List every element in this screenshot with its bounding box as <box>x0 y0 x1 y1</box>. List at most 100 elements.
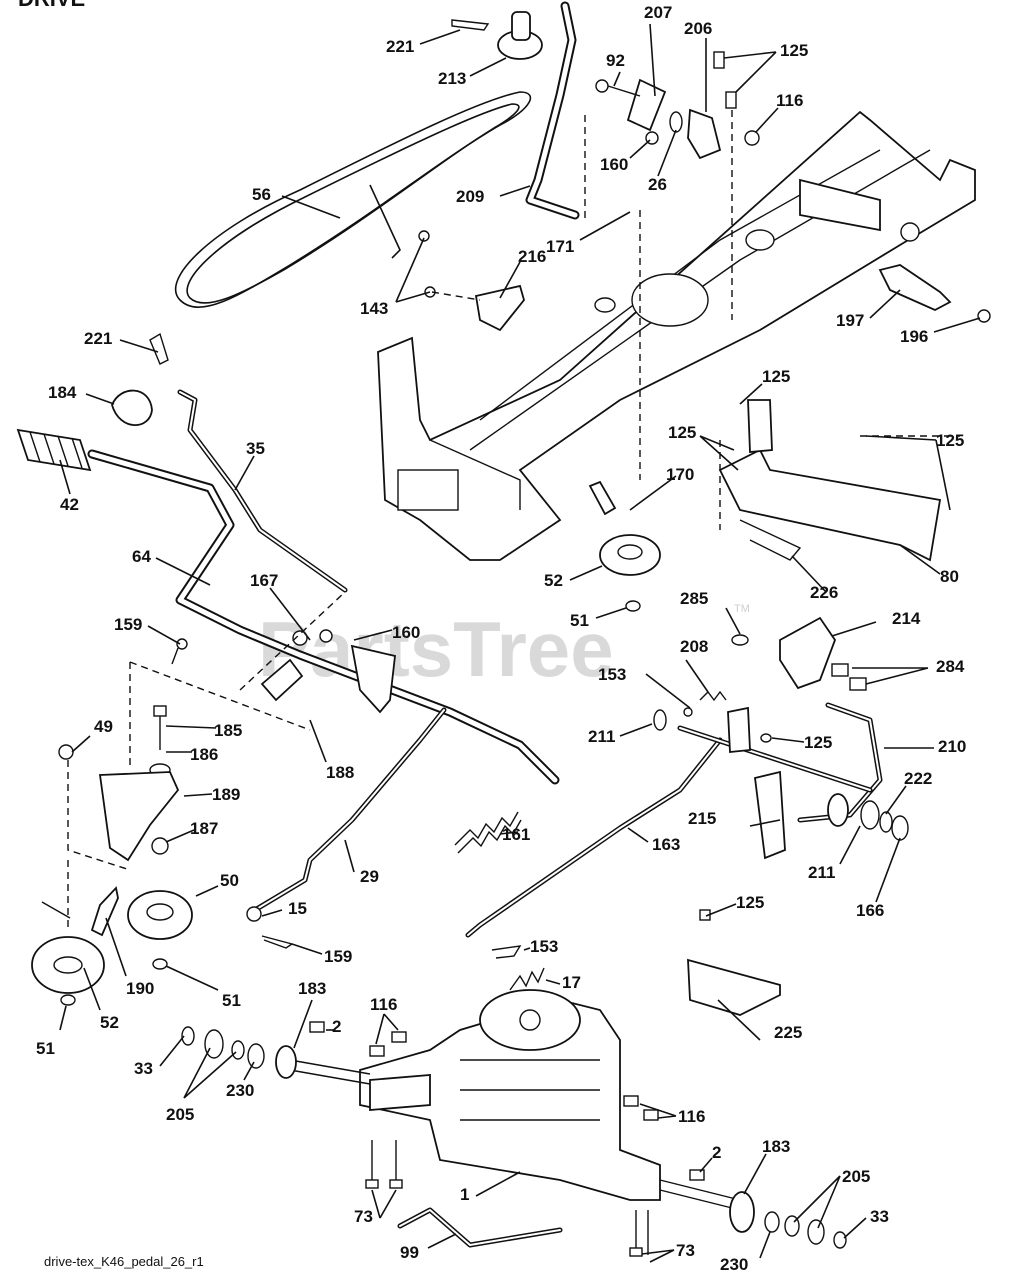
label-221b: 221 <box>84 329 112 348</box>
label-125: 125 <box>780 41 808 60</box>
label-216: 216 <box>518 247 546 266</box>
label-35: 35 <box>246 439 265 458</box>
label-33b: 33 <box>870 1207 889 1226</box>
bracket-214 <box>731 616 867 691</box>
label-42: 42 <box>60 495 79 514</box>
left-axle <box>181 1021 371 1085</box>
transaxle-1 <box>359 989 661 1201</box>
nuts-116 <box>369 1031 659 1121</box>
bracket-assembly-207 <box>595 51 760 160</box>
bolt-185 <box>149 705 171 777</box>
label-92: 92 <box>606 51 625 70</box>
shield-80 <box>718 399 942 562</box>
label-116c: 116 <box>678 1107 705 1126</box>
label-143: 143 <box>360 299 388 318</box>
label-160b: 160 <box>392 623 420 642</box>
cap-184 <box>111 389 153 426</box>
label-215: 215 <box>688 809 716 828</box>
label-51b: 51 <box>222 991 241 1010</box>
svg-text:PartsTree: PartsTree <box>258 605 614 693</box>
lever-rod-209 <box>525 1 580 220</box>
label-125f: 125 <box>736 893 764 912</box>
diagram-caption: drive-tex_K46_pedal_26_r1 <box>44 1254 204 1269</box>
label-160: 160 <box>600 155 628 174</box>
label-17: 17 <box>562 973 581 992</box>
bolts-73 <box>365 1140 649 1257</box>
label-208: 208 <box>680 637 708 656</box>
label-1: 1 <box>460 1185 469 1204</box>
svg-text:TM: TM <box>734 603 750 615</box>
partstree-watermark: PartsTree TM <box>258 603 750 693</box>
label-64: 64 <box>132 547 151 566</box>
label-116b: 116 <box>370 995 397 1014</box>
bolt-159-top <box>171 638 188 665</box>
label-116: 116 <box>776 91 803 110</box>
label-207: 207 <box>644 3 672 22</box>
label-226: 226 <box>810 583 838 602</box>
label-99: 99 <box>400 1243 419 1262</box>
bracket-225 <box>687 909 781 1016</box>
bracket-215 <box>754 770 786 860</box>
label-285: 285 <box>680 589 708 608</box>
spring-208 <box>653 690 772 753</box>
label-196: 196 <box>900 327 928 346</box>
label-125b: 125 <box>762 367 790 386</box>
label-206: 206 <box>684 19 712 38</box>
label-166: 166 <box>856 901 884 920</box>
cap-49 <box>58 744 74 760</box>
label-209: 209 <box>456 187 484 206</box>
cotter-pin-221 <box>149 332 169 365</box>
label-167: 167 <box>250 571 278 590</box>
main-frame <box>377 110 976 561</box>
label-210: 210 <box>938 737 966 756</box>
diagram-header: DRIVE <box>18 0 85 11</box>
label-230: 230 <box>226 1081 254 1100</box>
drive-belt-56 <box>174 91 532 308</box>
label-125c: 125 <box>668 423 696 442</box>
shaft-64 <box>87 449 560 785</box>
label-170: 170 <box>666 465 694 484</box>
label-29: 29 <box>360 867 379 886</box>
label-153: 153 <box>598 665 626 684</box>
crossbar <box>677 725 873 793</box>
label-161: 161 <box>502 825 530 844</box>
label-163: 163 <box>652 835 680 854</box>
label-153b: 153 <box>530 937 558 956</box>
label-222: 222 <box>904 769 932 788</box>
bracket-216 <box>418 230 525 332</box>
label-205: 205 <box>166 1105 194 1124</box>
label-214: 214 <box>892 609 921 628</box>
label-189: 189 <box>212 785 240 804</box>
label-183b: 183 <box>762 1137 790 1156</box>
pulley-50 <box>127 890 193 970</box>
pulley-52-lower <box>31 936 105 1006</box>
idler-pulley-52 <box>588 480 661 612</box>
rod-29 <box>252 707 447 913</box>
label-80: 80 <box>940 567 959 586</box>
label-225: 225 <box>774 1023 802 1042</box>
grip-42 <box>16 428 92 472</box>
label-33: 33 <box>134 1059 153 1078</box>
label-51: 51 <box>570 611 589 630</box>
clip-15 <box>246 906 294 949</box>
arm-190 <box>41 886 119 937</box>
label-73: 73 <box>354 1207 373 1226</box>
cotter-pin-221-top <box>451 19 490 31</box>
label-125e: 125 <box>804 733 832 752</box>
label-2: 2 <box>332 1017 341 1036</box>
label-73b: 73 <box>676 1241 695 1260</box>
label-186: 186 <box>190 745 218 764</box>
label-159b: 159 <box>324 947 352 966</box>
washers-210 <box>827 793 909 841</box>
leader-lines <box>59 23 981 1263</box>
clip-153-lower <box>491 945 522 959</box>
label-284: 284 <box>936 657 965 676</box>
label-183: 183 <box>298 979 326 998</box>
label-211b: 211 <box>808 863 835 882</box>
label-205b: 205 <box>842 1167 870 1186</box>
label-49: 49 <box>94 717 113 736</box>
label-230b: 230 <box>720 1255 748 1274</box>
bracket-197 <box>878 264 991 323</box>
label-190: 190 <box>126 979 154 998</box>
